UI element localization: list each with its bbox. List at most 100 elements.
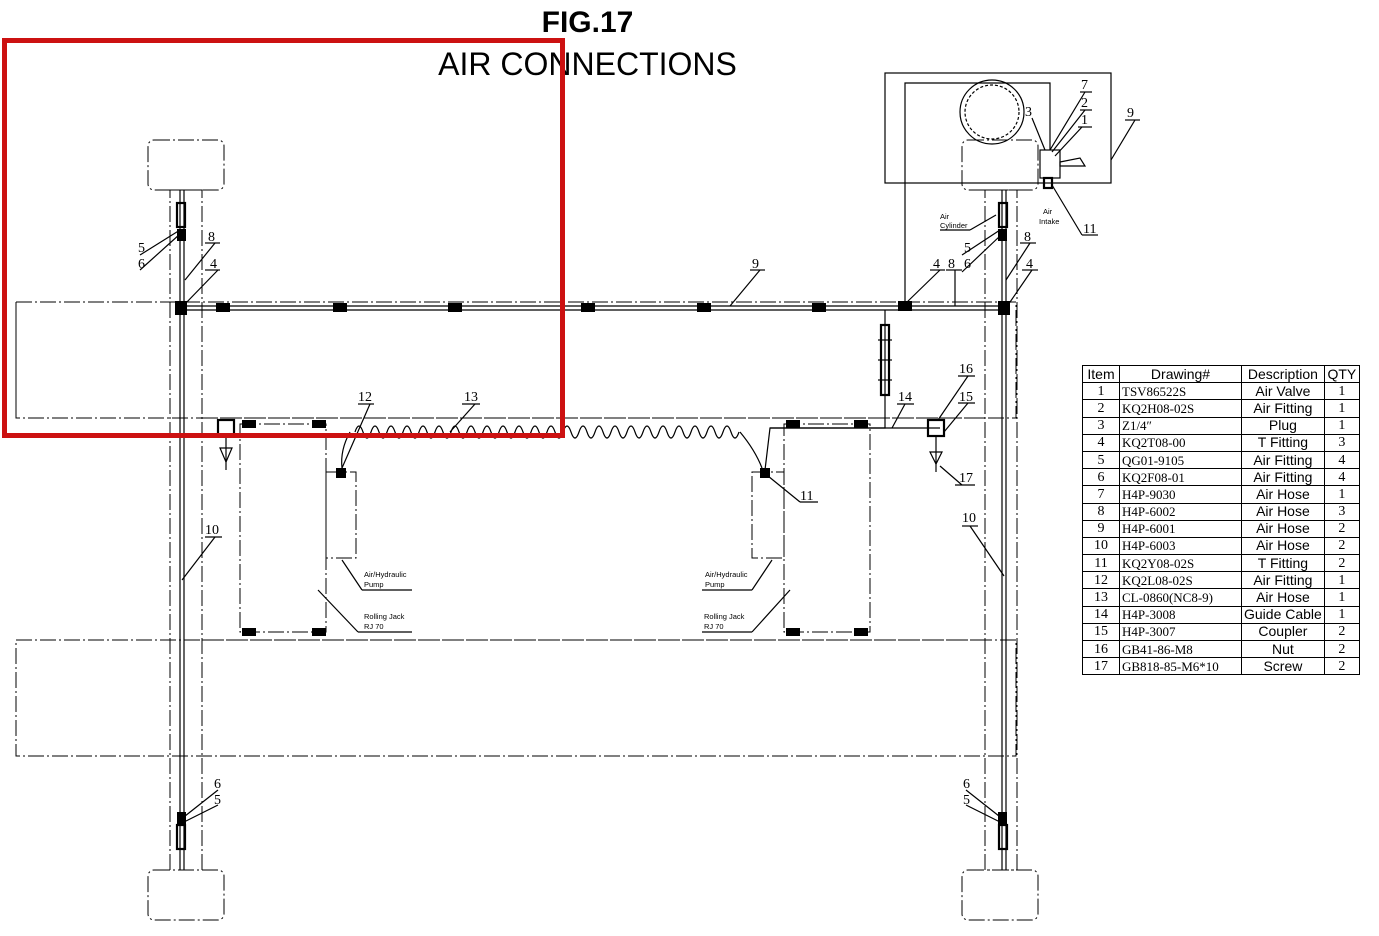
quantity: 1 — [1323, 571, 1360, 590]
drawing-number: TSV86522S — [1119, 382, 1242, 401]
callout-11-bottom: 11 — [800, 489, 813, 504]
description: Air Fitting — [1241, 399, 1325, 418]
figure-number: FIG.17 — [541, 6, 634, 39]
post-top-right — [961, 139, 1039, 191]
item-number: 15 — [1082, 622, 1120, 642]
description: Air Hose — [1241, 588, 1325, 607]
header-description: Description — [1241, 364, 1325, 384]
callout-16: 16 — [959, 362, 973, 377]
item-number: 6 — [1082, 468, 1120, 487]
callout-10-right: 10 — [962, 511, 976, 526]
drawing-number: KQ2F08-01 — [1119, 468, 1242, 487]
description: Screw — [1241, 657, 1325, 676]
quantity: 2 — [1323, 554, 1360, 573]
description: Air Fitting — [1241, 468, 1325, 487]
callout-1: 1 — [1081, 113, 1088, 128]
drawing-number: KQ2H08-02S — [1119, 399, 1242, 418]
parts-table-header: Item Drawing# Description QTY — [1082, 364, 1360, 384]
quantity: 2 — [1323, 657, 1360, 676]
coiled-air-hose — [354, 425, 740, 439]
callout-17: 17 — [959, 471, 973, 486]
item-number: 16 — [1082, 639, 1120, 659]
rolling-jack-right — [751, 420, 871, 636]
callout-2: 2 — [1081, 96, 1088, 111]
callout-4-left: 4 — [210, 257, 217, 272]
highlight-box — [2, 38, 565, 438]
description: Air Valve — [1241, 382, 1325, 401]
air-cylinder-label-2: Cylinder — [940, 221, 968, 230]
callout-8-left: 8 — [208, 230, 215, 245]
quantity: 4 — [1323, 468, 1360, 487]
callout-12: 12 — [358, 390, 372, 405]
drawing-number: KQ2T08-00 — [1119, 433, 1242, 452]
quantity: 1 — [1323, 382, 1360, 401]
item-number: 8 — [1082, 502, 1120, 521]
callout-6-bottom-left: 6 — [214, 777, 221, 792]
drawing-number: GB818-85-M6*10 — [1119, 657, 1242, 676]
description: Air Hose — [1241, 502, 1325, 521]
description: T Fitting — [1241, 554, 1325, 573]
item-number: 14 — [1082, 605, 1120, 624]
callout-15: 15 — [959, 390, 973, 405]
quantity: 1 — [1323, 588, 1360, 607]
callout-4-mid: 4 — [933, 257, 940, 272]
callout-9-hose: 9 — [752, 257, 759, 272]
callout-labels: 5 6 8 4 9 4 8 5 6 8 4 3 7 2 1 9 11 10 10… — [138, 78, 1134, 808]
item-number: 17 — [1082, 657, 1120, 676]
description: Guide Cable — [1241, 605, 1325, 624]
annotations: Air Cylinder Air Intake Air/Hydraulic Pu… — [364, 207, 1059, 631]
callout-4-right: 4 — [1026, 257, 1033, 272]
jack-left-label-1: Rolling Jack — [364, 612, 405, 621]
item-number: 13 — [1082, 588, 1120, 607]
callout-6-top-left: 6 — [138, 257, 145, 272]
drawing-number: H4P-9030 — [1119, 485, 1242, 504]
callout-6-bottom-right: 6 — [963, 777, 970, 792]
quantity: 1 — [1323, 605, 1360, 624]
quantity: 2 — [1323, 519, 1360, 538]
callout-5-bottom-right: 5 — [963, 793, 970, 808]
description: Air Fitting — [1241, 571, 1325, 590]
rolling-jack-left — [239, 420, 357, 636]
quantity: 1 — [1323, 416, 1360, 435]
pump-left-label-2: Pump — [364, 580, 384, 589]
post-bottom-right — [961, 869, 1039, 921]
item-number: 3 — [1082, 416, 1120, 435]
figure-title: AIR CONNECTIONS — [438, 46, 737, 82]
quantity: 3 — [1323, 502, 1360, 521]
callout-11-top: 11 — [1083, 222, 1096, 237]
post-top-left — [147, 139, 225, 191]
item-number: 5 — [1082, 450, 1120, 470]
callout-10-left: 10 — [205, 523, 219, 538]
item-number: 1 — [1082, 382, 1120, 401]
pump-right-label-1: Air/Hydraulic — [705, 570, 748, 579]
header-drawing: Drawing# — [1119, 364, 1242, 384]
control-box — [884, 72, 1112, 305]
air-cylinder-label-1: Air — [940, 212, 950, 221]
drawing-number: KQ2Y08-02S — [1119, 554, 1242, 573]
drawing-number: GB41-86-M8 — [1119, 639, 1242, 659]
quantity: 1 — [1323, 399, 1360, 418]
description: Plug — [1241, 416, 1325, 435]
quantity: 2 — [1323, 622, 1360, 642]
description: Air Fitting — [1241, 450, 1325, 470]
leader-lines — [139, 91, 1140, 825]
quantity: 4 — [1323, 450, 1360, 470]
air-intake-label-2: Intake — [1039, 217, 1059, 226]
description: Nut — [1241, 639, 1325, 659]
callout-5-top-right: 5 — [964, 241, 971, 256]
drawing-number: H4P-6001 — [1119, 519, 1242, 538]
